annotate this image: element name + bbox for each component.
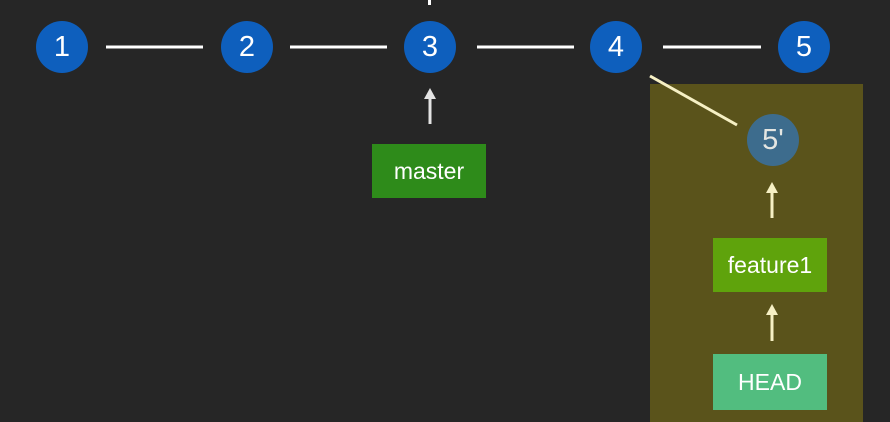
branch-label-master-text: master bbox=[393, 157, 465, 184]
master-arrow bbox=[424, 88, 436, 124]
branch-label-feature1-text: feature1 bbox=[727, 251, 813, 278]
branch-label-feature1: feature1 bbox=[713, 238, 827, 292]
commit-1: 1 bbox=[36, 21, 88, 73]
commit-4-label: 4 bbox=[607, 30, 625, 63]
commit-3-label: 3 bbox=[421, 30, 439, 63]
branch-label-master: master bbox=[372, 144, 486, 198]
commit-5-prime-label: 5' bbox=[762, 123, 784, 156]
top-tick-mark bbox=[428, 0, 431, 5]
branch-label-head-text: HEAD bbox=[738, 368, 802, 395]
commit-5-label: 5 bbox=[795, 30, 813, 63]
feature-to-commit-arrow bbox=[766, 182, 778, 218]
commit-3: 3 bbox=[404, 21, 456, 73]
commit-2: 2 bbox=[221, 21, 273, 73]
commit-2-label: 2 bbox=[238, 30, 256, 63]
commit-1-label: 1 bbox=[53, 30, 71, 63]
commit-5: 5 bbox=[778, 21, 830, 73]
commit-5-prime: 5' bbox=[747, 114, 799, 166]
head-to-feature-arrow bbox=[766, 304, 778, 341]
edge-4-5-rebased bbox=[649, 74, 738, 127]
commit-4: 4 bbox=[590, 21, 642, 73]
branch-label-head: HEAD bbox=[713, 354, 827, 410]
